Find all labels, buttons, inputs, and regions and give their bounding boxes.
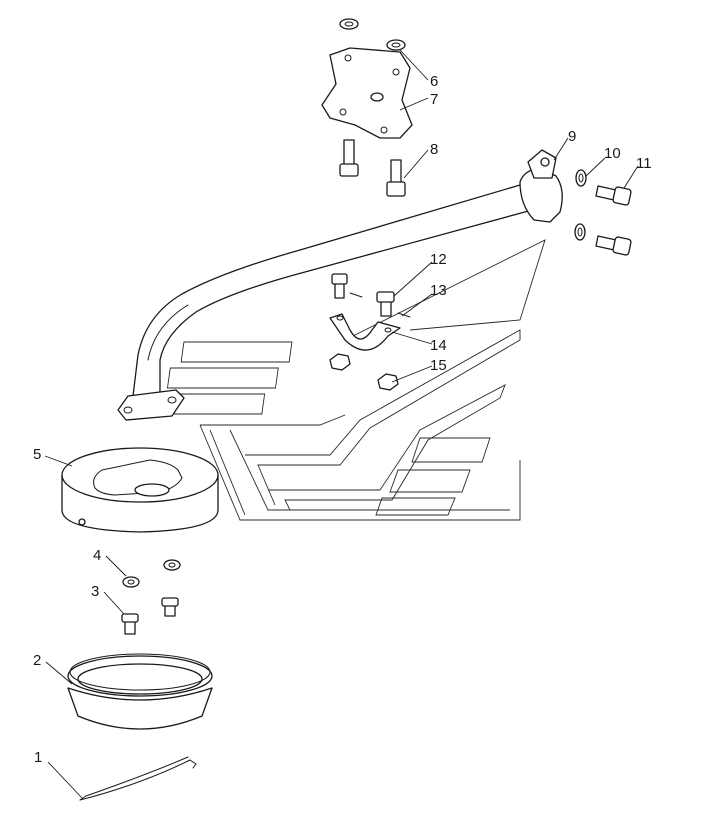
part-1-wire-clip	[79, 756, 197, 801]
part-7-bracket	[321, 47, 413, 139]
callout-3: 3	[91, 583, 99, 600]
part-11-bolt	[595, 185, 632, 256]
part-14-u-clamp	[329, 313, 401, 351]
callout-13: 13	[430, 282, 447, 299]
callout-15: 15	[430, 357, 447, 374]
callout-9: 9	[568, 128, 576, 145]
part-6-washer	[339, 18, 406, 51]
background-logo-mark	[153, 239, 546, 521]
leader-lines	[44, 49, 639, 799]
callout-2: 2	[33, 652, 41, 669]
part-2-ring	[67, 653, 213, 730]
callout-1: 1	[34, 749, 42, 766]
callout-14: 14	[430, 337, 447, 354]
part-5-disc	[61, 447, 219, 533]
callout-10: 10	[604, 145, 621, 162]
exhaust-pipe	[117, 149, 563, 421]
part-15-nut	[329, 353, 399, 391]
part-10-washer	[574, 169, 587, 241]
callout-11: 11	[636, 155, 652, 172]
callout-4: 4	[93, 547, 101, 564]
callout-labels: 1 2 3 4 5 6 7 8 9 10 11 12 13 14 15	[33, 73, 652, 766]
part-12-bolt	[331, 273, 395, 317]
callout-5: 5	[33, 446, 41, 463]
callout-6: 6	[430, 73, 438, 90]
callout-8: 8	[430, 141, 438, 158]
part-3-screw	[121, 597, 179, 635]
part-4-washer	[122, 559, 181, 588]
part-8-bolt	[339, 139, 406, 197]
callout-7: 7	[430, 91, 438, 108]
callout-12: 12	[430, 251, 447, 268]
